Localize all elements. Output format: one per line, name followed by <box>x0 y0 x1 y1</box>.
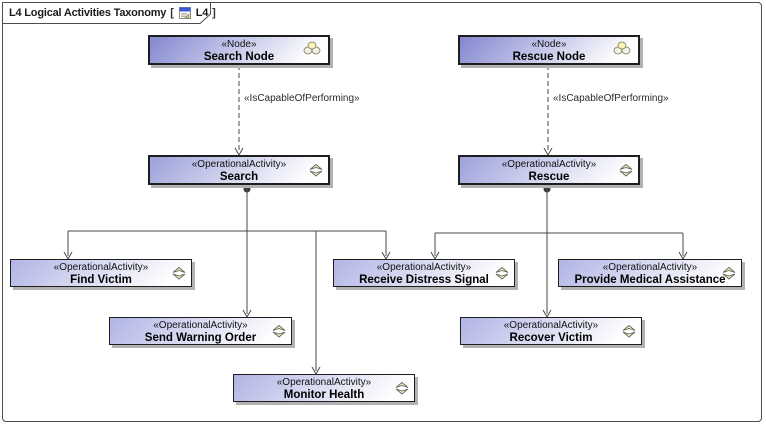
element-name: Rescue <box>528 171 570 183</box>
operational-activity-icon <box>272 324 286 338</box>
edge-label-isCapableOfPerforming-search: «IsCapableOfPerforming» <box>244 93 360 104</box>
stereotype-label: «OperationalActivity» <box>501 159 597 170</box>
element-name: Receive Distress Signal <box>359 274 489 286</box>
diagram-title: L4 Logical Activities Taxonomy <box>9 7 167 19</box>
activity-find-victim[interactable]: «OperationalActivity» Find Victim <box>10 259 192 287</box>
edge-isCapableOfPerforming-rescue[interactable] <box>543 65 553 157</box>
stereotype-label: «OperationalActivity» <box>503 320 599 331</box>
node-search-node[interactable]: «Node» Search Node <box>148 35 330 65</box>
diagram-frame <box>2 2 762 422</box>
edge-isCapableOfPerforming-search[interactable] <box>234 65 244 157</box>
operational-activity-icon <box>619 163 633 177</box>
activity-recover-victim[interactable]: «OperationalActivity» Recover Victim <box>460 317 642 345</box>
element-name: Monitor Health <box>283 389 365 401</box>
activity-search[interactable]: «OperationalActivity» Search <box>148 155 330 185</box>
operational-activity-icon <box>172 266 186 280</box>
edge-label-isCapableOfPerforming-rescue: «IsCapableOfPerforming» <box>553 93 669 104</box>
element-name: Recover Victim <box>509 332 593 344</box>
diagram-title-tab[interactable]: L4 Logical Activities Taxonomy [ L4 ] <box>9 5 216 21</box>
operational-activity-icon <box>622 324 636 338</box>
nov-diagram-icon <box>178 7 191 19</box>
stereotype-label: «OperationalActivity» <box>191 159 287 170</box>
operational-activity-icon <box>309 163 323 177</box>
bracket-open: [ <box>170 7 174 19</box>
stereotype-label: «OperationalActivity» <box>276 377 372 388</box>
activity-receive-distress-signal[interactable]: «OperationalActivity» Receive Distress S… <box>333 259 515 287</box>
activity-provide-medical-assistance[interactable]: «OperationalActivity» Provide Medical As… <box>558 259 742 287</box>
element-name: Search Node <box>203 51 275 63</box>
node-rescue-node[interactable]: «Node» Rescue Node <box>458 35 640 65</box>
activity-monitor-health[interactable]: «OperationalActivity» Monitor Health <box>233 374 415 402</box>
stereotype-label: «OperationalActivity» <box>53 262 149 273</box>
bracket-close: ] <box>212 7 216 19</box>
operational-activity-icon <box>495 266 509 280</box>
element-name: Find Victim <box>70 274 132 286</box>
activity-rescue[interactable]: «OperationalActivity» Rescue <box>458 155 640 185</box>
stereotype-label: «OperationalActivity» <box>153 320 248 331</box>
activity-send-warning-order[interactable]: «OperationalActivity» Send Warning Order <box>109 317 292 345</box>
element-name: Rescue Node <box>512 51 586 63</box>
element-name: Search <box>219 171 259 183</box>
stereotype-label: «Node» <box>221 39 257 50</box>
operational-performer-icon <box>303 41 321 55</box>
operational-activity-icon <box>722 266 736 280</box>
operational-activity-icon <box>395 381 409 395</box>
operational-performer-icon <box>613 41 631 55</box>
stereotype-label: «OperationalActivity» <box>602 262 698 273</box>
stereotype-label: «OperationalActivity» <box>376 262 472 273</box>
stereotype-label: «Node» <box>531 39 567 50</box>
element-name: Provide Medical Assistance <box>574 274 726 286</box>
element-name: Send Warning Order <box>144 332 257 344</box>
frame-tab-shape <box>2 2 211 24</box>
decomposition-tree-rescue[interactable] <box>430 185 688 319</box>
diagram-ref: L4 <box>195 7 209 19</box>
